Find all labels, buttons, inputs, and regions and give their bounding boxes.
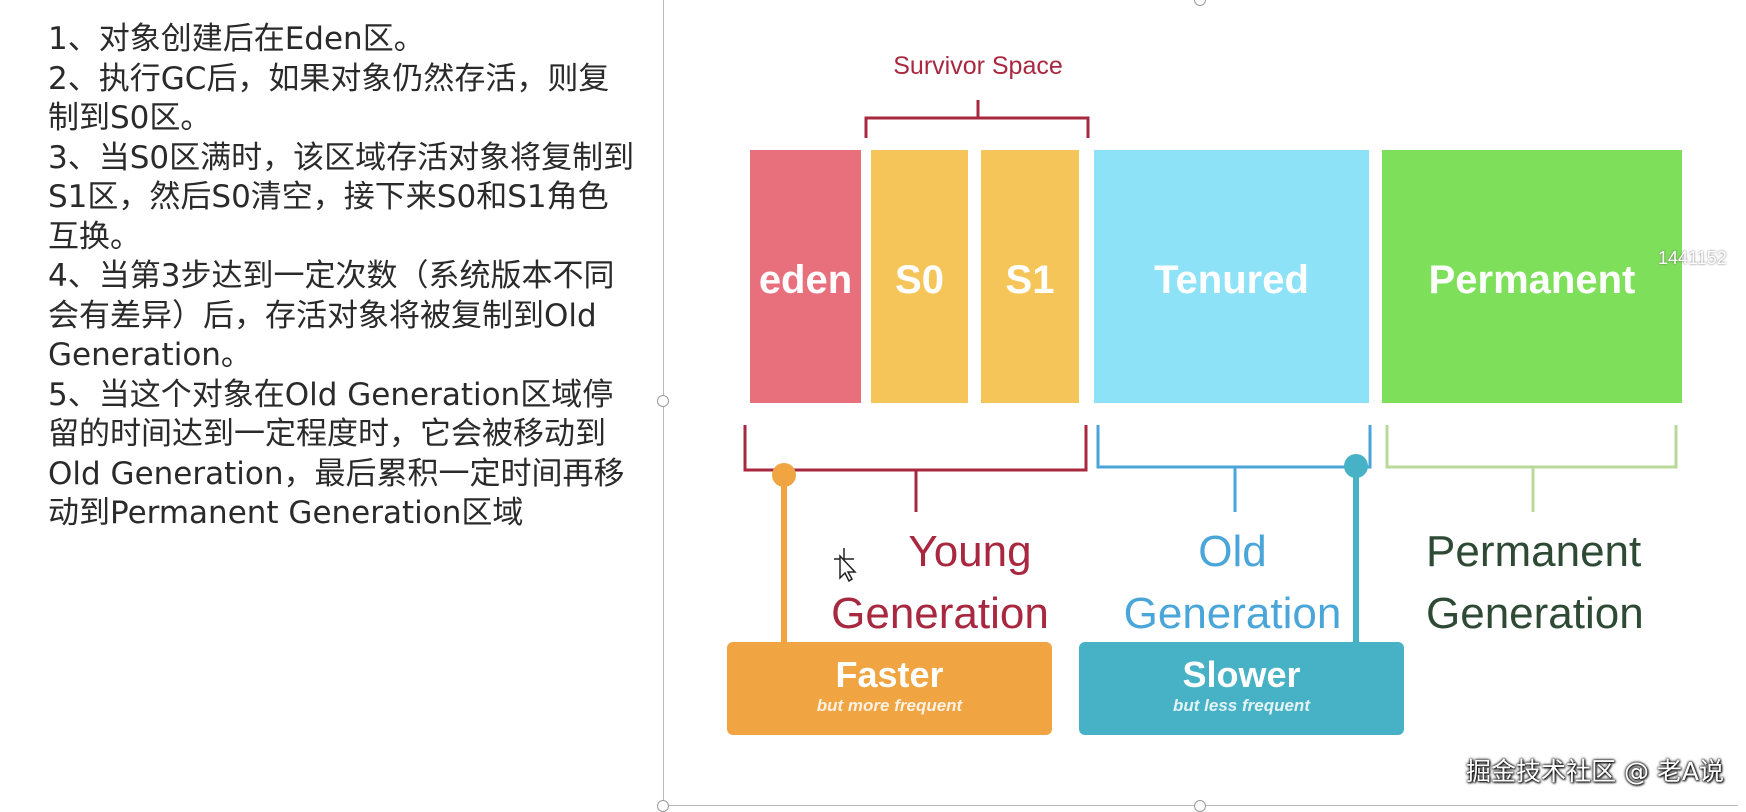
young-generation-line-1: Young [908,527,1032,576]
permanent-bracket [1385,425,1678,512]
faster-box: Faster but more frequent [727,642,1052,735]
permanent-generation-line-1: Permanent [1426,527,1642,576]
eden-label: eden [758,258,853,302]
notes-panel: 1、对象创建后在Eden区。 2、执行GC后，如果对象仍然存活，则复制到S0区。… [48,20,638,534]
faster-subtitle: but more frequent [816,696,963,715]
young-bracket [743,425,1088,512]
faster-dot [772,463,796,487]
survivor-space-label: Survivor Space [893,52,1063,80]
s0-block [871,150,968,403]
permanent-generation-label: Permanent Generation [1400,521,1685,645]
slower-title: Slower [1182,654,1301,695]
slower-box: Slower but less frequent [1079,642,1404,735]
slower-subtitle: but less frequent [1173,696,1310,715]
side-number: 1441152 [1658,248,1727,268]
s0-label: S0 [895,258,944,302]
note-3: 3、当S0区满时，该区域存活对象将复制到S1区，然后S0清空，接下来S0和S1角… [48,139,635,255]
s1-block [981,150,1079,403]
move-cursor-icon [834,548,857,582]
s1-label: S1 [1005,258,1055,302]
old-generation-label: Old Generation [1095,521,1370,645]
permanent-generation-line-2: Generation [1426,589,1644,638]
note-2: 2、执行GC后，如果对象仍然存活，则复制到S0区。 [48,60,610,137]
tenured-label: Tenured [1154,258,1309,302]
note-4: 4、当第3步达到一定次数（系统版本不同会有差异）后，存活对象将被复制到Old G… [48,258,615,373]
survivor-bracket [864,100,1090,138]
old-generation-line-2: Generation [1123,589,1342,638]
resize-handle-left[interactable] [657,395,669,407]
young-generation-line-2: Generation [831,589,1049,638]
watermark: 掘金技术社区 @ 老A说 [1466,757,1724,786]
faster-title: Faster [835,654,944,695]
tenured-block [1094,150,1369,403]
permanent-block [1382,150,1682,403]
permanent-label: Permanent [1428,258,1636,302]
slower-dot [1344,454,1368,478]
young-generation-label: Young Generation [800,521,1080,645]
note-1: 1、对象创建后在Eden区。 [48,21,425,57]
eden-block [750,150,861,403]
old-generation-line-1: Old [1198,527,1267,576]
old-bracket [1096,425,1372,512]
note-5: 5、当这个对象在Old Generation区域停留的时间达到一定程度时，它会被… [48,376,625,532]
